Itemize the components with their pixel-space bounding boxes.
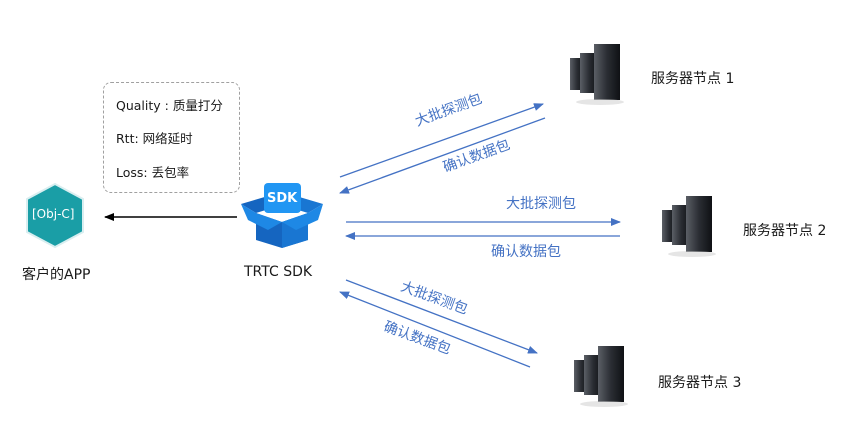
sdk-label: TRTC SDK [244, 264, 313, 280]
sdk-icon-text: SDK [267, 191, 298, 206]
quality-legend: Quality : 质量打分 [116, 98, 223, 113]
ack-arrow-server-1 [339, 117, 546, 194]
sdk-box-icon [241, 183, 323, 248]
ack-label-server-2: 确认数据包 [491, 244, 561, 260]
server-2-label: 服务器节点 2 [743, 223, 827, 239]
server-1-label: 服务器节点 1 [651, 71, 735, 87]
ack-arrow-server-3 [339, 291, 531, 368]
probe-arrow-server-1 [339, 103, 544, 178]
server-3-label: 服务器节点 3 [658, 375, 742, 391]
probe-arrow-server-3 [345, 279, 538, 354]
client-app-label: 客户的APP [22, 267, 91, 283]
loss-legend: Loss: 丢包率 [116, 165, 190, 180]
server-rack-icon [570, 44, 624, 105]
objc-icon-text: [Obj-C] [32, 207, 75, 221]
objc-app-icon [26, 182, 84, 249]
rtt-legend: Rtt: 网络延时 [116, 131, 193, 146]
metrics-legend-box: Quality : 质量打分 Rtt: 网络延时 Loss: 丢包率 [103, 82, 240, 193]
probe-label-server-2: 大批探测包 [506, 196, 576, 212]
server-rack-icon [574, 346, 628, 407]
server-rack-icon [662, 196, 716, 257]
